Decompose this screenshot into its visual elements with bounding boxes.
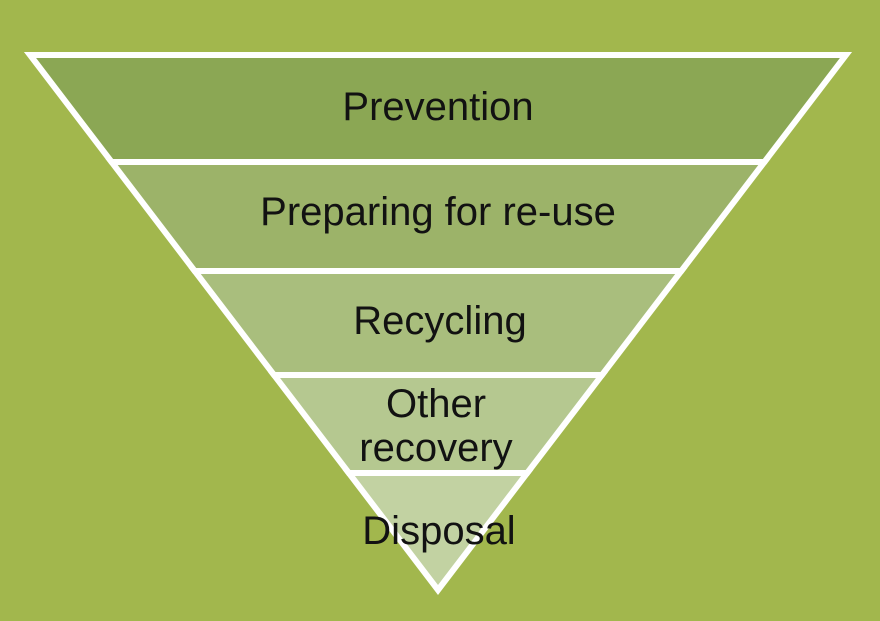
level-label-recycling: Recycling xyxy=(353,299,527,343)
level-label-other-recovery: Other recovery xyxy=(359,382,513,470)
level-label-preparing-for-re-use: Preparing for re-use xyxy=(260,190,616,234)
level-label-disposal: Disposal xyxy=(362,509,516,553)
level-shape-disposal xyxy=(342,470,534,595)
level-label-prevention: Prevention xyxy=(342,85,534,129)
